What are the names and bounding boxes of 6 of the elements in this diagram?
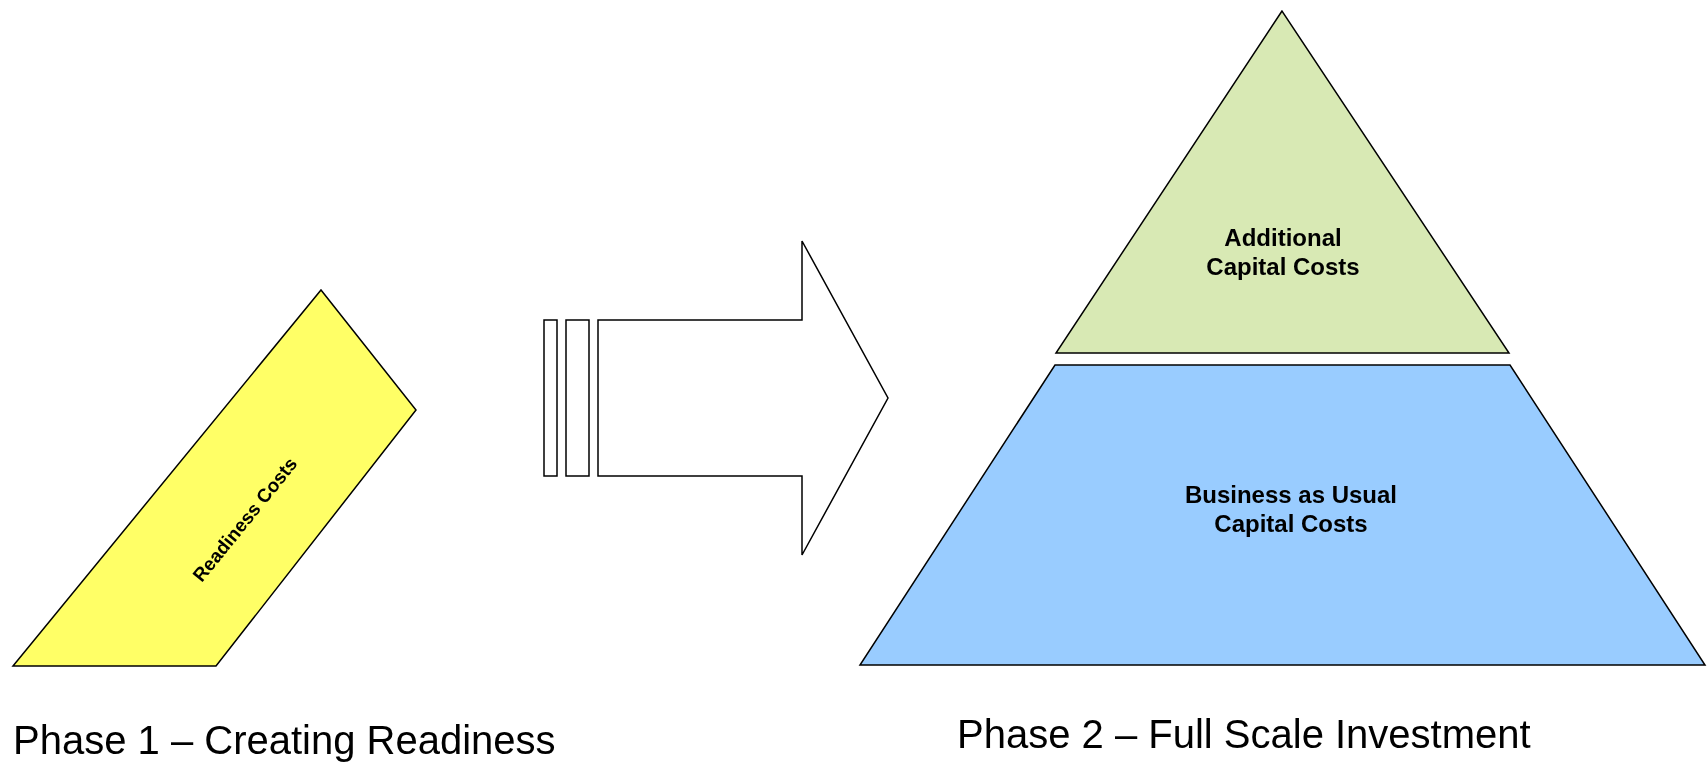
phase-caption: Phase 1 – Creating Readiness	[13, 718, 556, 763]
phase-caption: Phase 2 – Full Scale Investment	[957, 712, 1531, 757]
shape-label: Business as Usual Capital Costs	[1183, 480, 1399, 538]
block-arrow	[543, 240, 889, 556]
shape-label: Additional Capital Costs	[1205, 223, 1361, 281]
trapezoid-shape	[856, 362, 1707, 668]
